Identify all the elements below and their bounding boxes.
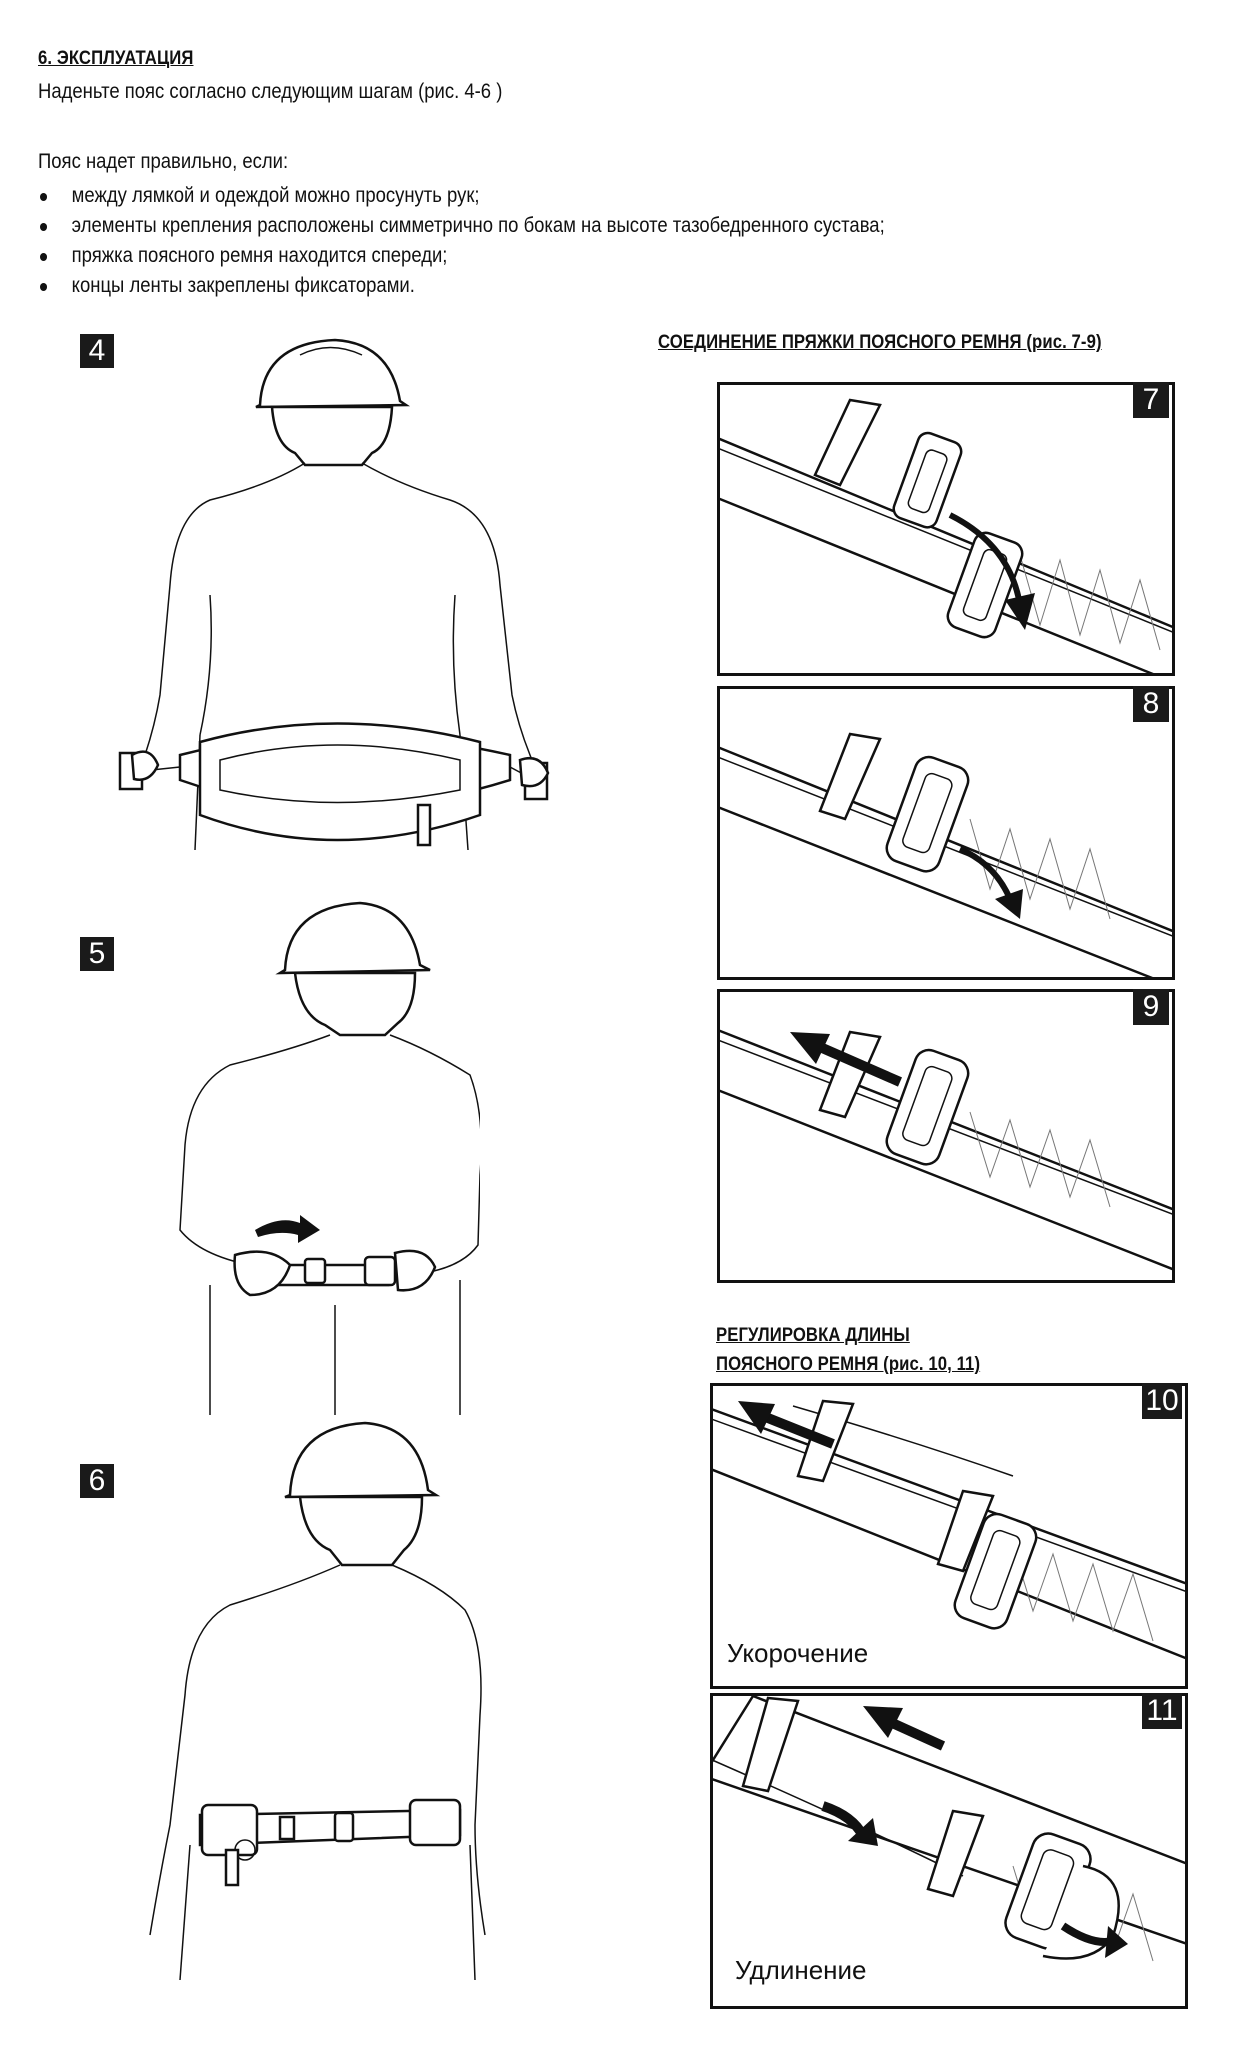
bullet-icon [40,223,48,231]
intro-text: Наденьте пояс согласно следующим шагам (… [38,80,503,103]
figure-10-illustration [713,1399,1185,1660]
condition-list: между лямкой и одеждой можно просунуть р… [40,181,885,301]
figure-number-7: 7 [1133,382,1169,418]
adjust-heading-line1: РЕГУЛИРОВКА ДЛИНЫ [716,1325,910,1346]
figure-7-illustration [720,398,1172,673]
figure-number-9: 9 [1133,989,1169,1025]
bullet-icon [40,253,48,261]
figure-8-illustration [720,732,1172,977]
condition-item: между лямкой и одеждой можно просунуть р… [40,181,885,211]
figure-11-illustration [713,1696,1185,1962]
figure-7-panel [717,382,1175,676]
adjust-heading-line2: ПОЯСНОГО РЕМНЯ (рис. 10, 11) [716,1354,981,1375]
figure-5-illustration [179,901,480,1415]
condition-item: элементы крепления расположены симметрич… [40,211,885,241]
figure-10-panel [710,1383,1188,1689]
figure-4-illustration [118,338,550,851]
figure-11-panel [710,1693,1188,2009]
figure-number-5: 5 [80,937,114,971]
condition-item: пряжка поясного ремня находится спереди; [40,241,885,271]
bullet-icon [40,193,48,201]
figure-8-panel [717,686,1175,980]
figure-6-illustration [149,1421,486,1981]
figure-9-illustration [720,1029,1172,1271]
shorten-caption: Укорочение [727,1638,869,1668]
lengthen-caption: Удлинение [735,1955,867,1985]
figure-9-panel [717,989,1175,1283]
figure-number-8: 8 [1133,686,1169,722]
figure-number-6: 6 [80,1464,114,1498]
section-title: 6. ЭКСПЛУАТАЦИЯ [38,48,194,69]
figure-number-10: 10 [1142,1383,1182,1419]
condition-lead: Пояс надет правильно, если: [38,150,289,173]
figure-number-11: 11 [1142,1693,1182,1729]
figure-number-4: 4 [80,334,114,368]
bullet-icon [40,283,48,291]
buckle-heading: СОЕДИНЕНИЕ ПРЯЖКИ ПОЯСНОГО РЕМНЯ (рис. 7… [658,332,1102,353]
condition-item: концы ленты закреплены фиксаторами. [40,271,885,301]
